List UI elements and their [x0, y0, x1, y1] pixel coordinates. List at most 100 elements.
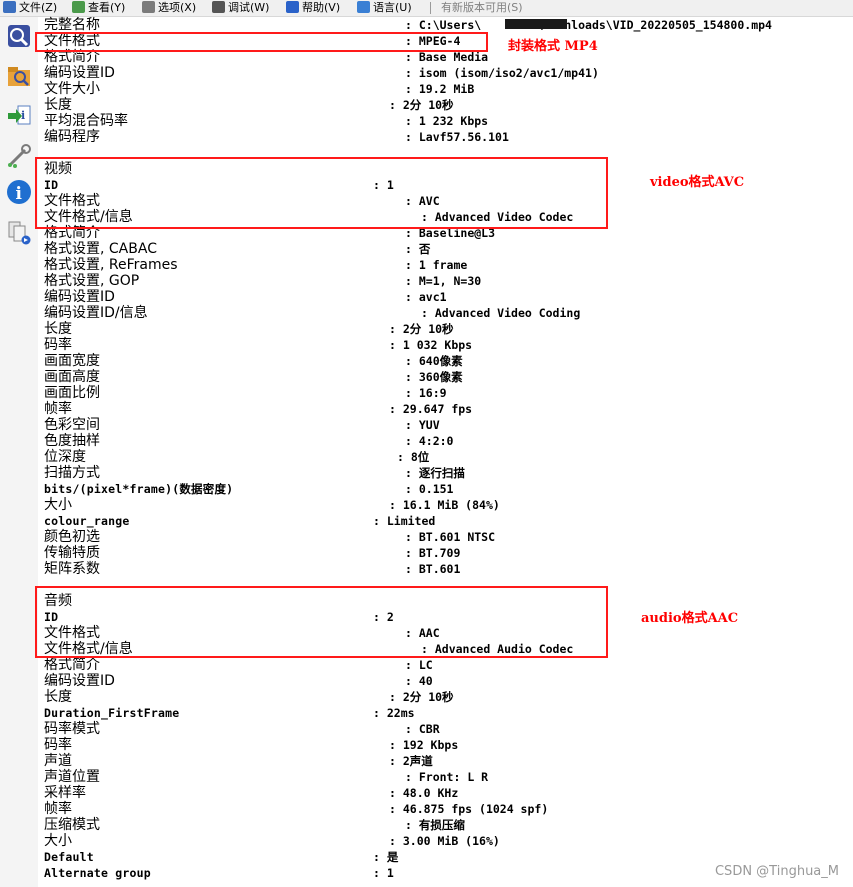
field-label: Default	[44, 850, 94, 864]
field-value-text: M=1, N=30	[418, 274, 482, 288]
field-value-text: 3.00 MiB (16%)	[402, 834, 500, 848]
field-value: : C:\Users\ \Downloads\VID_20220505_1548…	[405, 17, 772, 33]
field-value: : 16.1 MiB (84%)	[389, 497, 500, 513]
left-toolbar: i i	[0, 17, 38, 887]
annotation-container-format: 封装格式 MP4	[508, 39, 598, 54]
field-value: : BT.709	[405, 545, 460, 561]
field-value-text: AVC	[418, 194, 440, 208]
field-value: : 2分 10秒	[389, 689, 454, 705]
field-value: : LC	[405, 657, 433, 673]
field-value-text: Limited	[386, 514, 436, 528]
field-label: 扫描方式	[44, 465, 100, 481]
field-value: : 3.00 MiB (16%)	[389, 833, 500, 849]
field-label: 矩阵系数	[44, 561, 100, 577]
field-label: 格式设置, CABAC	[44, 241, 157, 257]
export-button[interactable]: i	[4, 101, 34, 131]
field-separator: :	[373, 866, 387, 880]
field-value: : BT.601 NTSC	[405, 529, 495, 545]
open-file-icon	[8, 25, 30, 47]
field-separator: :	[389, 802, 403, 816]
field-value-text: 1 frame	[418, 258, 468, 272]
field-value: : Front: L R	[405, 769, 488, 785]
field-separator: :	[405, 258, 419, 272]
info-button[interactable]: i	[4, 177, 34, 207]
field-value-text: Advanced Video Codec	[434, 210, 574, 224]
field-value: : Base Media	[405, 49, 488, 65]
copy-file-button[interactable]	[4, 217, 34, 247]
field-value: : 1	[373, 865, 394, 881]
field-value: : 2分 10秒	[389, 321, 454, 337]
field-label: 文件格式/信息	[44, 641, 133, 657]
field-value-text: MPEG-4	[418, 34, 461, 48]
field-value: : YUV	[405, 417, 440, 433]
menu-item-2[interactable]: 选项(X)	[142, 0, 196, 16]
field-label: 码率	[44, 737, 72, 753]
menu-item-label: 调试(W)	[228, 1, 270, 14]
menu-item-label: 语言(U)	[373, 1, 412, 14]
field-separator: :	[405, 354, 419, 368]
field-separator: :	[405, 546, 419, 560]
field-value-text: 0.151	[418, 482, 454, 496]
field-separator: :	[405, 194, 419, 208]
menu-item-5[interactable]: 语言(U)	[357, 0, 412, 16]
field-label: 格式简介	[44, 49, 100, 65]
field-value-text: Base Media	[418, 50, 489, 64]
preferences-button[interactable]	[4, 141, 34, 171]
field-value: : 22ms	[373, 705, 415, 721]
field-value: : AVC	[405, 193, 440, 209]
field-separator: :	[389, 498, 403, 512]
field-value: : avc1	[405, 289, 447, 305]
field-label: bits/(pixel*frame)(数据密度)	[44, 482, 234, 496]
field-label: Alternate group	[44, 866, 151, 880]
field-value: : AAC	[405, 625, 440, 641]
update-available-menu[interactable]: 有新版本可用(S)	[441, 1, 523, 14]
field-value-text: Advanced Video Coding	[434, 306, 581, 320]
field-separator: :	[405, 386, 419, 400]
field-label: 长度	[44, 97, 72, 113]
field-label: 平均混合码率	[44, 113, 128, 129]
field-value: : 1	[373, 177, 394, 193]
field-value: : Advanced Audio Codec	[421, 641, 573, 657]
field-label: 码率	[44, 337, 72, 353]
field-value-text: avc1	[418, 290, 447, 304]
field-value: : 19.2 MiB	[405, 81, 474, 97]
field-separator: :	[405, 34, 419, 48]
open-file-button[interactable]	[4, 21, 34, 51]
field-separator: :	[373, 610, 387, 624]
open-folder-icon	[8, 67, 30, 86]
field-label: 大小	[44, 497, 72, 513]
field-value: : BT.601	[405, 561, 460, 577]
field-value: : 4:2:0	[405, 433, 453, 449]
field-separator: :	[405, 114, 419, 128]
field-value-text: 360像素	[418, 370, 463, 384]
field-value: : 否	[405, 241, 430, 257]
menu-item-3[interactable]: 调试(W)	[212, 0, 269, 16]
field-separator: :	[389, 338, 403, 352]
menu-item-1[interactable]: 查看(Y)	[72, 0, 125, 16]
menu-item-label: 查看(Y)	[88, 1, 126, 14]
field-separator: :	[405, 290, 419, 304]
field-label: 声道	[44, 753, 72, 769]
field-separator: :	[405, 818, 419, 832]
field-value: : 逐行扫描	[405, 465, 465, 481]
menu-item-0[interactable]: 文件(Z)	[3, 0, 57, 16]
field-value-text: 48.0 KHz	[402, 786, 459, 800]
language-icon	[357, 1, 370, 13]
menu-item-4[interactable]: 帮助(V)	[286, 0, 340, 16]
field-label: 编码程序	[44, 129, 100, 145]
field-value-text: BT.601	[418, 562, 461, 576]
info-icon: i	[7, 180, 31, 204]
view-icon	[72, 1, 85, 13]
field-value-text: 640像素	[418, 354, 463, 368]
field-label: 编码设置ID	[44, 289, 115, 305]
field-separator: :	[405, 82, 419, 96]
field-label: 完整名称	[44, 17, 100, 33]
field-value: : 40	[405, 673, 433, 689]
field-label: 格式简介	[44, 657, 100, 673]
video-format-highlight	[35, 157, 608, 229]
field-value: : 1 032 Kbps	[389, 337, 472, 353]
field-value-text: 22ms	[386, 706, 415, 720]
container-format-highlight	[35, 32, 488, 52]
field-value: : 46.875 fps (1024 spf)	[389, 801, 548, 817]
open-folder-button[interactable]	[4, 61, 34, 91]
